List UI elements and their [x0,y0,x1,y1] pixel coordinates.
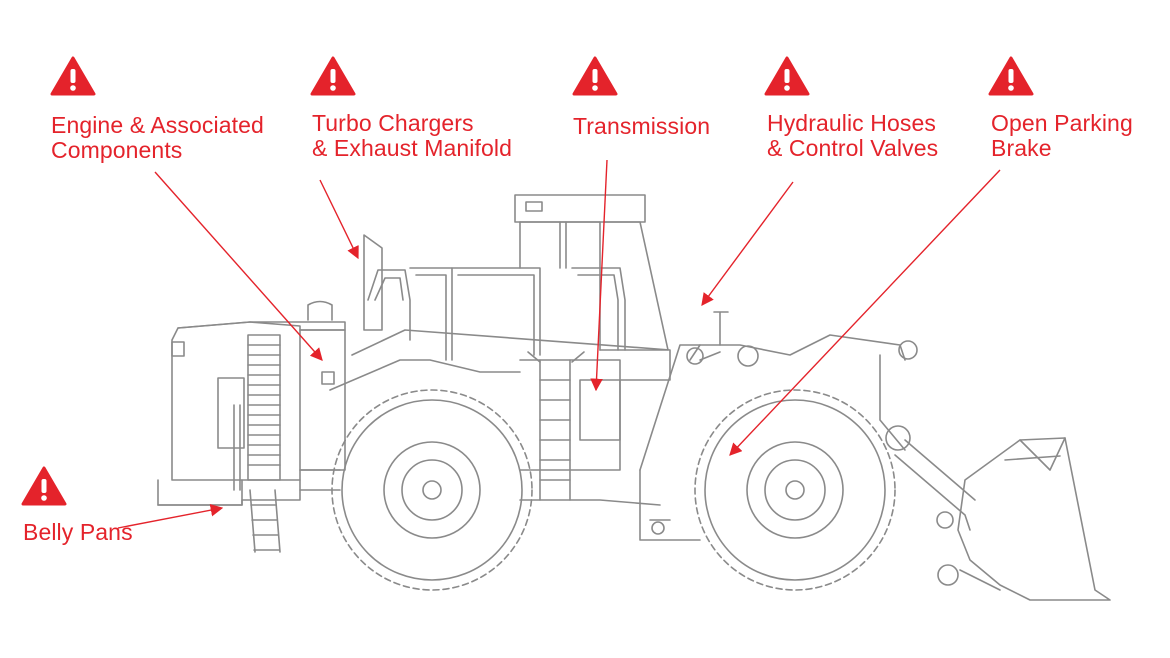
callout-turbo-line2: & Exhaust Manifold [312,135,512,161]
arrow-hydraulic [701,181,794,307]
frame-and-cab [299,194,918,541]
bucket [894,437,1111,601]
callout-hydraulic-line1: Hydraulic Hoses [767,110,936,136]
warning-icon [310,56,356,96]
callout-turbo-line1: Turbo Chargers [312,110,474,136]
callout-parking-line1: Open Parking [991,110,1133,136]
callout-hydraulic-line2: & Control Valves [767,135,939,161]
warning-icon [50,56,96,96]
callout-parking-line2: Brake [991,135,1052,161]
warning-icon [21,466,67,506]
arrow-engine [154,171,323,361]
warning-icon [988,56,1034,96]
callout-engine-line1: Engine & Associated [51,112,264,138]
arrow-turbo [319,179,359,260]
arrow-belly [117,503,224,529]
rear-body [157,234,383,553]
arrow-parking [729,169,1001,456]
callout-transmission-line1: Transmission [573,113,711,139]
front-wheel [694,389,896,591]
arrow-transmission [590,159,608,392]
warning-icon [572,56,618,96]
rear-wheel [331,389,533,591]
callout-engine-line2: Components [51,137,183,163]
callout-belly-line1: Belly Pans [23,519,133,545]
warning-icon [764,56,810,96]
